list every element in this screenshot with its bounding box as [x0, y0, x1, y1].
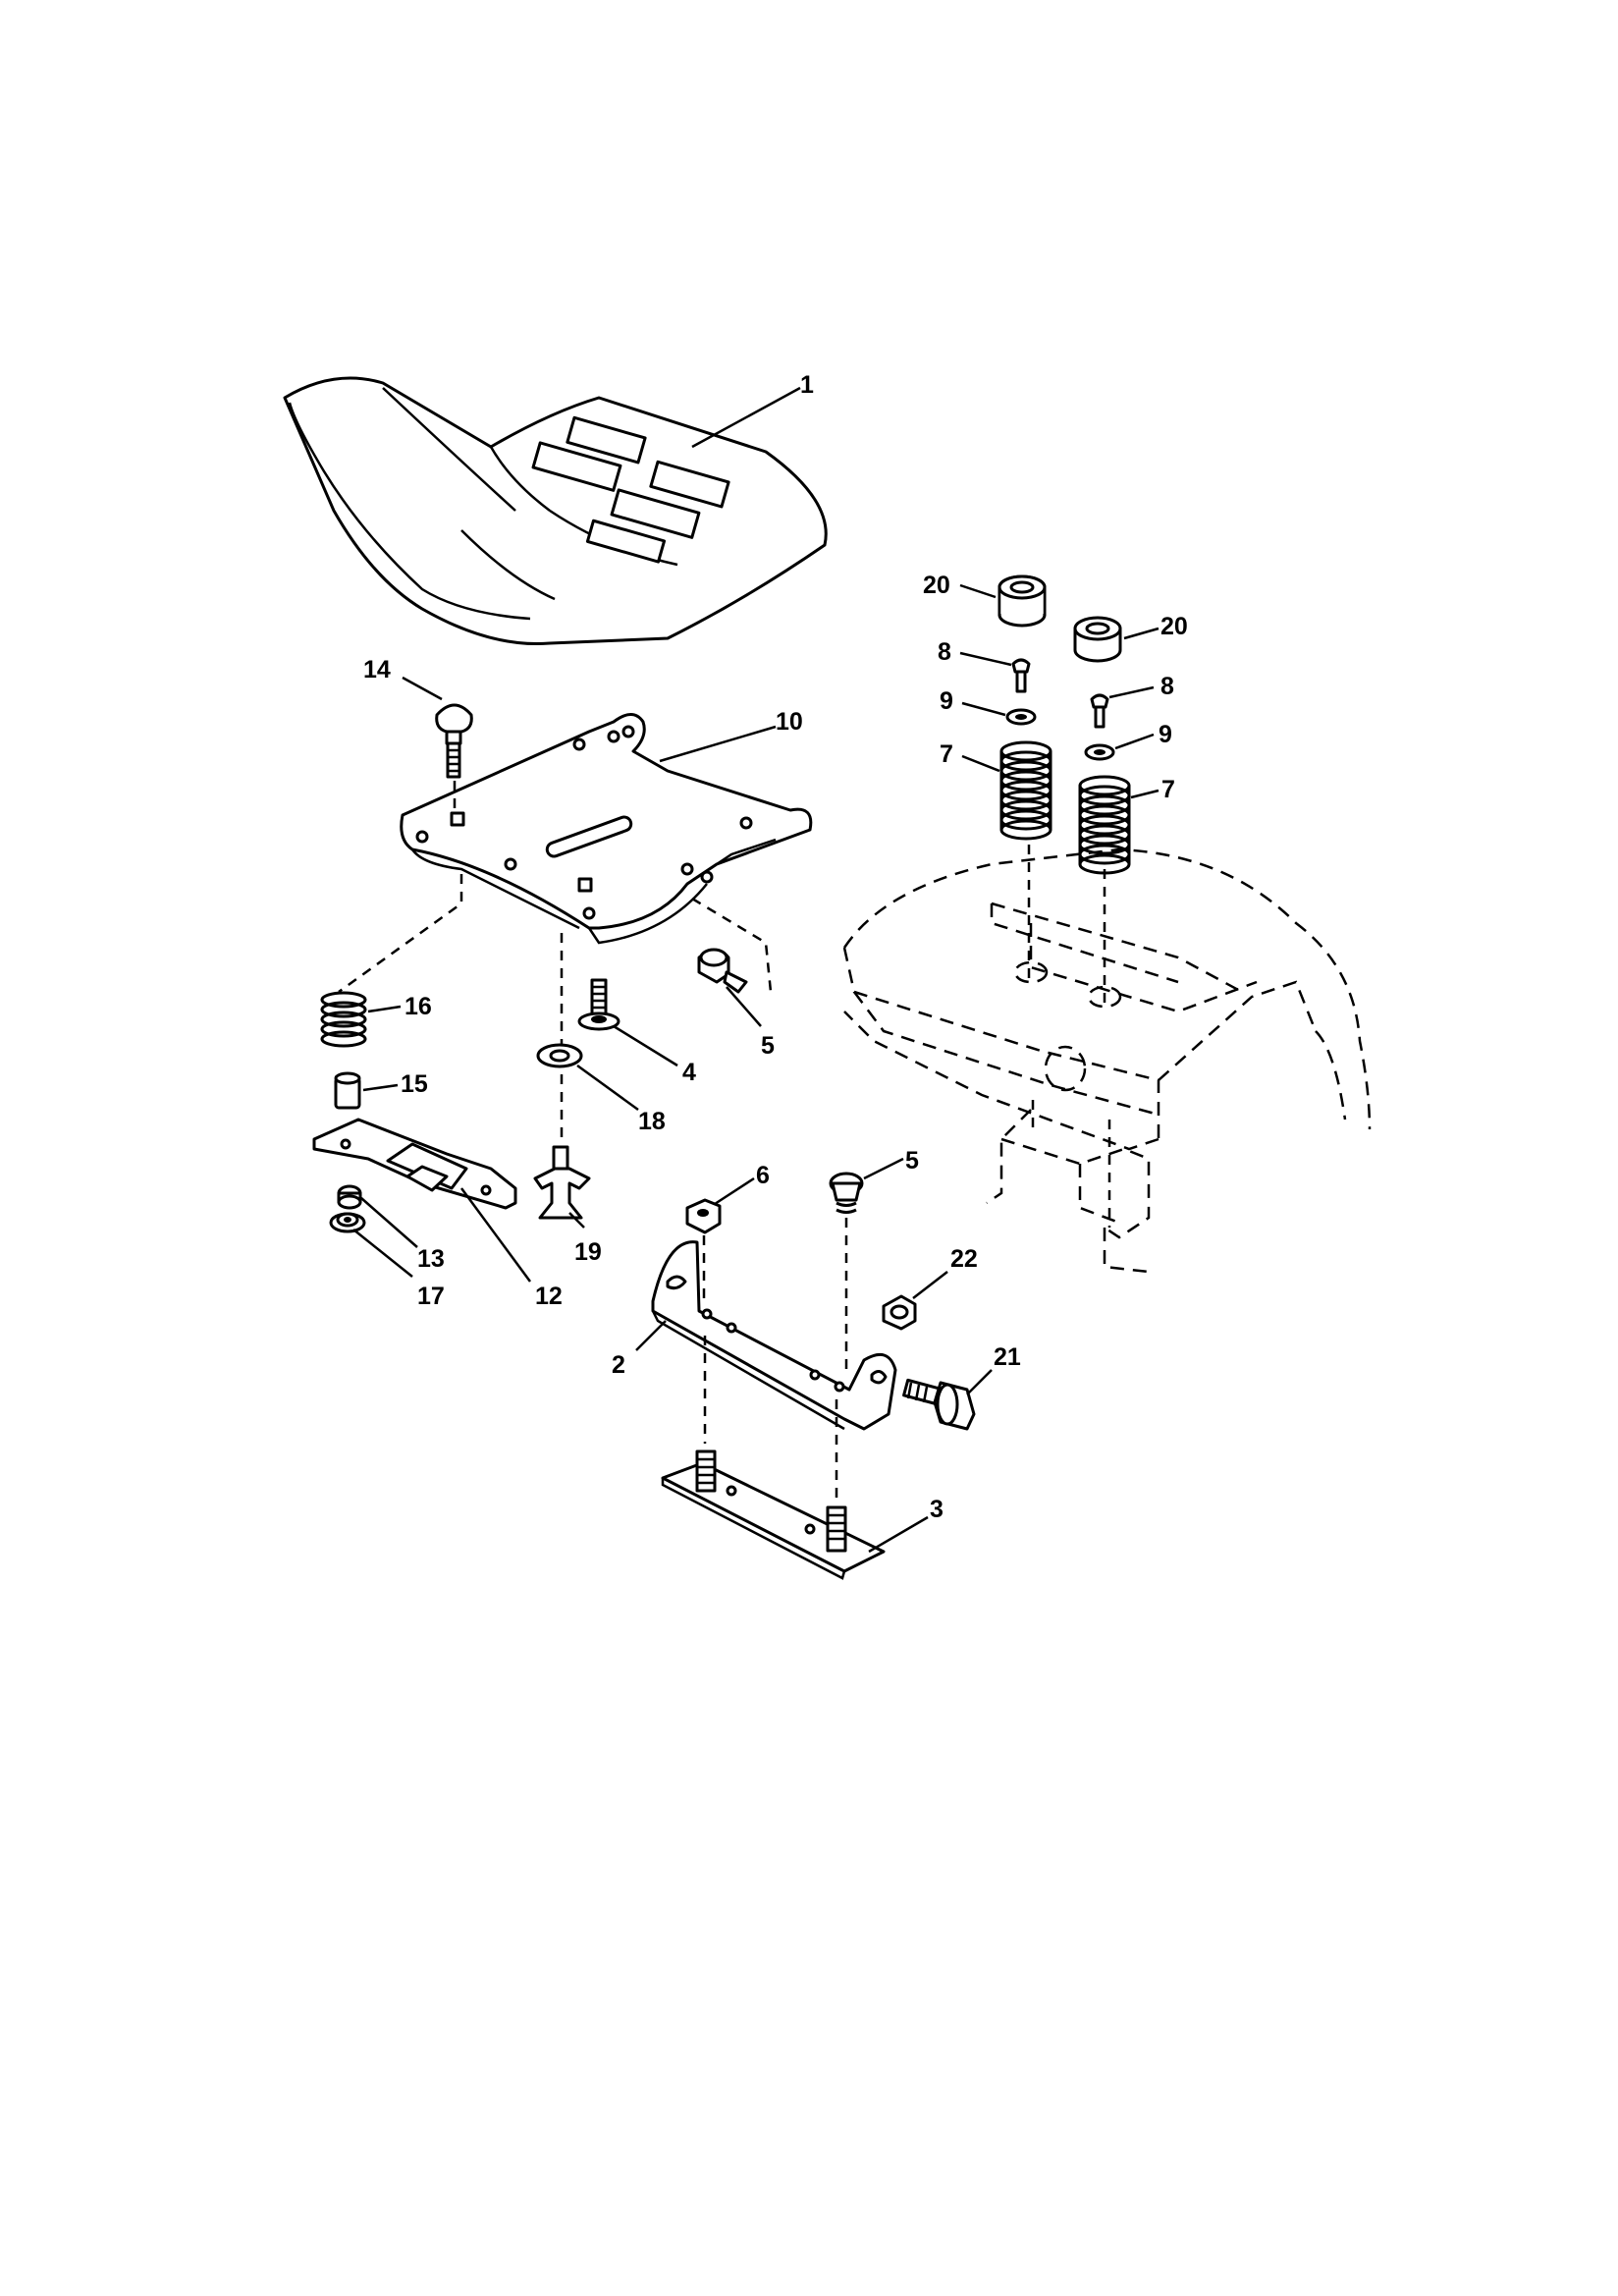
seat-pan-part	[400, 713, 813, 945]
nut-22-part	[882, 1294, 917, 1331]
callout-1: 1	[800, 371, 814, 399]
spring-16-part	[320, 991, 367, 1048]
callout-5b: 5	[905, 1147, 919, 1175]
callout-4: 4	[682, 1059, 696, 1086]
washer-18-part	[536, 1043, 583, 1068]
callout-14: 14	[363, 656, 391, 683]
callout-5a: 5	[761, 1032, 775, 1060]
callout-20a: 20	[923, 572, 950, 599]
callout-13: 13	[417, 1245, 445, 1273]
callout-21: 21	[994, 1343, 1021, 1371]
callout-6: 6	[756, 1162, 770, 1189]
base-plate-part	[661, 1449, 886, 1580]
callout-7b: 7	[1161, 776, 1175, 803]
callout-3: 3	[930, 1496, 944, 1523]
spacer-15-part	[334, 1071, 361, 1110]
spring-7-right-part	[1078, 775, 1131, 875]
carriage-bolt-part	[435, 703, 473, 779]
washer-9-left-part	[1005, 708, 1037, 726]
callout-19: 19	[574, 1238, 602, 1266]
callout-9b: 9	[1159, 721, 1172, 748]
hex-nut-6-part	[685, 1198, 722, 1234]
callout-10: 10	[776, 708, 803, 736]
clip-5-lower-part	[829, 1172, 864, 1214]
flange-nut-17-part	[329, 1212, 366, 1233]
chassis-reference-outline	[842, 847, 1372, 1274]
screw-8-left-part	[1011, 658, 1031, 693]
callout-8a: 8	[938, 638, 951, 666]
adjustment-knob-part	[533, 1145, 591, 1220]
washer-9-right-part	[1084, 743, 1115, 761]
callout-8b: 8	[1160, 673, 1174, 700]
callout-18: 18	[638, 1108, 666, 1135]
callout-15: 15	[401, 1070, 428, 1098]
seat-bracket-part	[651, 1240, 897, 1431]
spring-7-left-part	[999, 740, 1052, 841]
clip-5-upper-part	[697, 948, 748, 994]
callout-2: 2	[612, 1351, 625, 1379]
screw-8-right-part	[1090, 693, 1109, 729]
callout-17: 17	[417, 1283, 445, 1310]
callout-22: 22	[950, 1245, 978, 1273]
seat-part	[283, 376, 828, 646]
nut-13-part	[337, 1184, 362, 1210]
callout-16: 16	[404, 993, 432, 1020]
bushing-20-left-part	[998, 574, 1047, 628]
callout-7a: 7	[940, 740, 953, 768]
shoulder-bolt-part	[577, 978, 620, 1031]
latch-plate-part	[312, 1118, 517, 1210]
pivot-bolt-part	[902, 1378, 976, 1431]
callout-12: 12	[535, 1283, 563, 1310]
bushing-20-right-part	[1073, 616, 1122, 663]
callout-9a: 9	[940, 687, 953, 715]
callout-20b: 20	[1160, 613, 1188, 640]
